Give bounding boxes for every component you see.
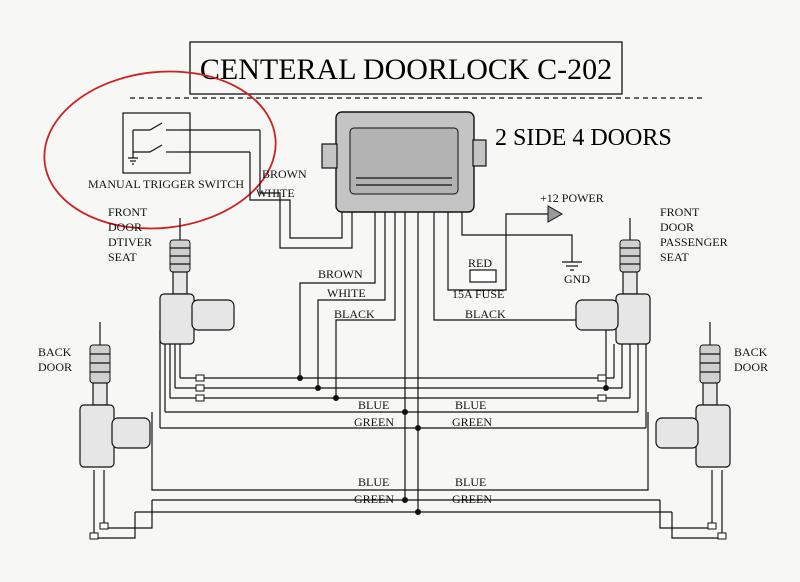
- svg-text:DOOR: DOOR: [734, 360, 768, 374]
- wire-label-green-front-left: GREEN: [354, 415, 394, 429]
- red-power-wire: [447, 212, 548, 291]
- svg-text:SEAT: SEAT: [660, 250, 689, 264]
- actuator-back-left: [79, 322, 151, 468]
- fuse-label: 15A FUSE: [452, 287, 504, 301]
- wire-label-white: WHITE: [327, 286, 366, 300]
- label-front-driver: FRONT DOOR DTIVER SEAT: [108, 205, 152, 264]
- ground-wire: [461, 212, 573, 262]
- brown-wire: [299, 212, 376, 378]
- wire-label-blue-front-right: BLUE: [455, 398, 486, 412]
- black-wire-right: [433, 212, 607, 386]
- wire-label-brown-switch: BROWN: [262, 167, 307, 181]
- wire-label-red: RED: [468, 256, 492, 270]
- wire-label-black-left: BLACK: [334, 307, 375, 321]
- actuator-front-driver: [159, 218, 235, 398]
- wire-label-white-switch: WHITE: [256, 186, 295, 200]
- highlight-circle: [43, 70, 277, 230]
- wire-label-green-back-right: GREEN: [452, 492, 492, 506]
- diagram-subtitle: 2 SIDE 4 DOORS: [495, 125, 672, 151]
- wire-label-black-right: BLACK: [465, 307, 506, 321]
- label-front-passenger: FRONT DOOR PASSENGER SEAT: [660, 205, 728, 264]
- white-wire: [317, 212, 386, 388]
- svg-text:FRONT: FRONT: [108, 205, 148, 219]
- title-box: [189, 41, 623, 95]
- power-label: +12 POWER: [540, 191, 604, 205]
- svg-text:PASSENGER: PASSENGER: [660, 235, 728, 249]
- switch-label: MANUAL TRIGGER SWITCH: [88, 177, 244, 191]
- switch-box: [122, 112, 191, 174]
- ground-label: GND: [564, 272, 590, 286]
- svg-text:SEAT: SEAT: [108, 250, 137, 264]
- white-wire-switch: [249, 152, 343, 239]
- svg-text:BACK: BACK: [38, 345, 72, 359]
- power-arrow-icon: [547, 205, 564, 223]
- svg-text:DOOR: DOOR: [38, 360, 72, 374]
- actuator-back-right: [655, 322, 731, 468]
- control-unit: [321, 111, 487, 213]
- svg-text:BACK: BACK: [734, 345, 768, 359]
- label-back-left: BACK DOOR: [38, 345, 72, 374]
- fuse: [469, 269, 497, 283]
- label-back-right: BACK DOOR: [734, 345, 768, 374]
- svg-text:DTIVER: DTIVER: [108, 235, 152, 249]
- wire-label-blue-front-left: BLUE: [358, 398, 389, 412]
- wire-label-green-back-left: GREEN: [354, 492, 394, 506]
- wire-label-blue-back-right: BLUE: [455, 475, 486, 489]
- svg-text:DOOR: DOOR: [660, 220, 694, 234]
- wire-label-brown: BROWN: [318, 267, 363, 281]
- brown-wire-switch: [259, 130, 353, 249]
- wire-label-blue-back-left: BLUE: [358, 475, 389, 489]
- svg-text:DOOR: DOOR: [108, 220, 142, 234]
- diagram-title: CENTERAL DOORLOCK C-202: [200, 53, 612, 86]
- actuator-front-passenger: [575, 218, 651, 398]
- manual-trigger-switch: [122, 112, 260, 174]
- black-wire-left: [335, 212, 396, 398]
- wire-label-green-front-right: GREEN: [452, 415, 492, 429]
- svg-text:FRONT: FRONT: [660, 205, 700, 219]
- blue-line-back-outer: [151, 412, 649, 491]
